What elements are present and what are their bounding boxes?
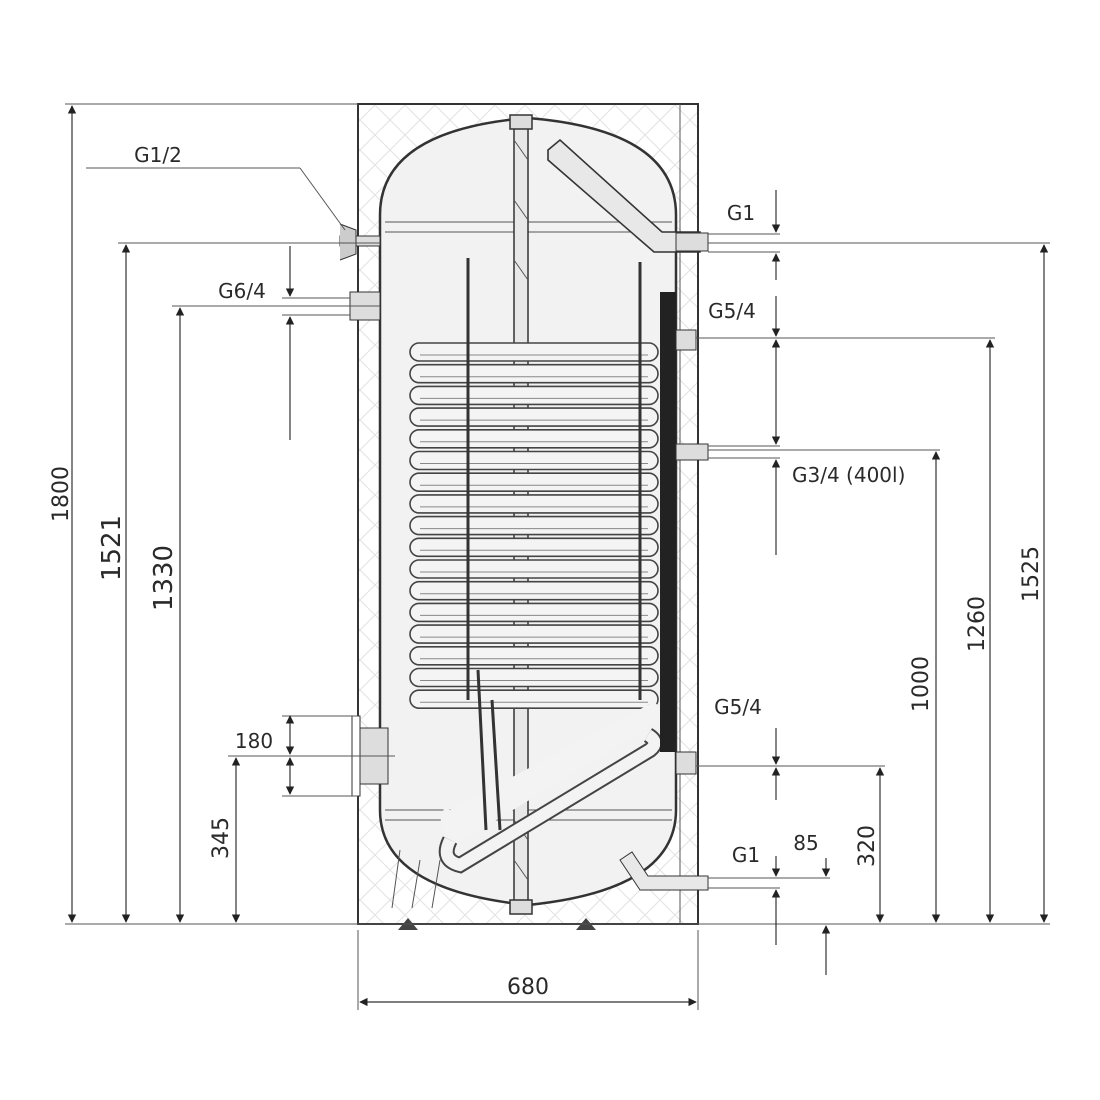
label-g1-bottom: G1 <box>732 843 760 867</box>
coil-winding <box>409 580 659 601</box>
label-g1-2: G1/2 <box>134 143 182 167</box>
label-g1-top: G1 <box>727 201 755 225</box>
dim-left-2: 1330 <box>149 545 179 611</box>
coil-winding <box>409 342 659 362</box>
dim-right-2: 1260 <box>965 596 990 652</box>
coil-winding <box>409 385 659 406</box>
coil-winding <box>409 624 659 644</box>
dim-spacing: 180 <box>235 729 273 753</box>
coil-winding <box>409 407 659 427</box>
extension-lines <box>65 103 1050 1010</box>
dim-left-3: 345 <box>209 817 234 859</box>
dim-left-1: 1521 <box>97 515 127 581</box>
coil-winding <box>409 602 659 623</box>
coil-collector <box>660 292 676 752</box>
dim-total-height: 1800 <box>49 466 74 522</box>
coil-winding <box>409 472 659 493</box>
label-g5-4-top: G5/4 <box>708 299 756 323</box>
dim-right-1: 1525 <box>1019 546 1044 602</box>
coil-winding <box>409 559 659 579</box>
anode-rod <box>509 114 533 915</box>
label-g5-4-bottom: G5/4 <box>714 695 762 719</box>
coil-winding <box>409 515 659 536</box>
coil-winding <box>409 363 659 384</box>
coil-winding <box>409 428 659 449</box>
dim-right-3: 1000 <box>909 656 934 712</box>
coil-winding <box>409 645 659 666</box>
heat-exchanger-coil <box>409 342 659 710</box>
right-connections <box>619 232 709 891</box>
coil-winding <box>409 450 659 471</box>
coil-winding <box>409 689 659 710</box>
label-g6-4: G6/4 <box>218 279 266 303</box>
dimension-lines <box>67 105 1049 1007</box>
coil-winding <box>409 494 659 514</box>
dim-width: 680 <box>507 975 549 1000</box>
dim-right-5: 85 <box>793 831 818 855</box>
sensor-rods <box>466 258 642 831</box>
coil-winding <box>409 537 659 558</box>
label-g3-4: G3/4 (400l) <box>792 463 905 487</box>
coil-winding <box>409 667 659 688</box>
dim-right-4: 320 <box>855 825 880 867</box>
